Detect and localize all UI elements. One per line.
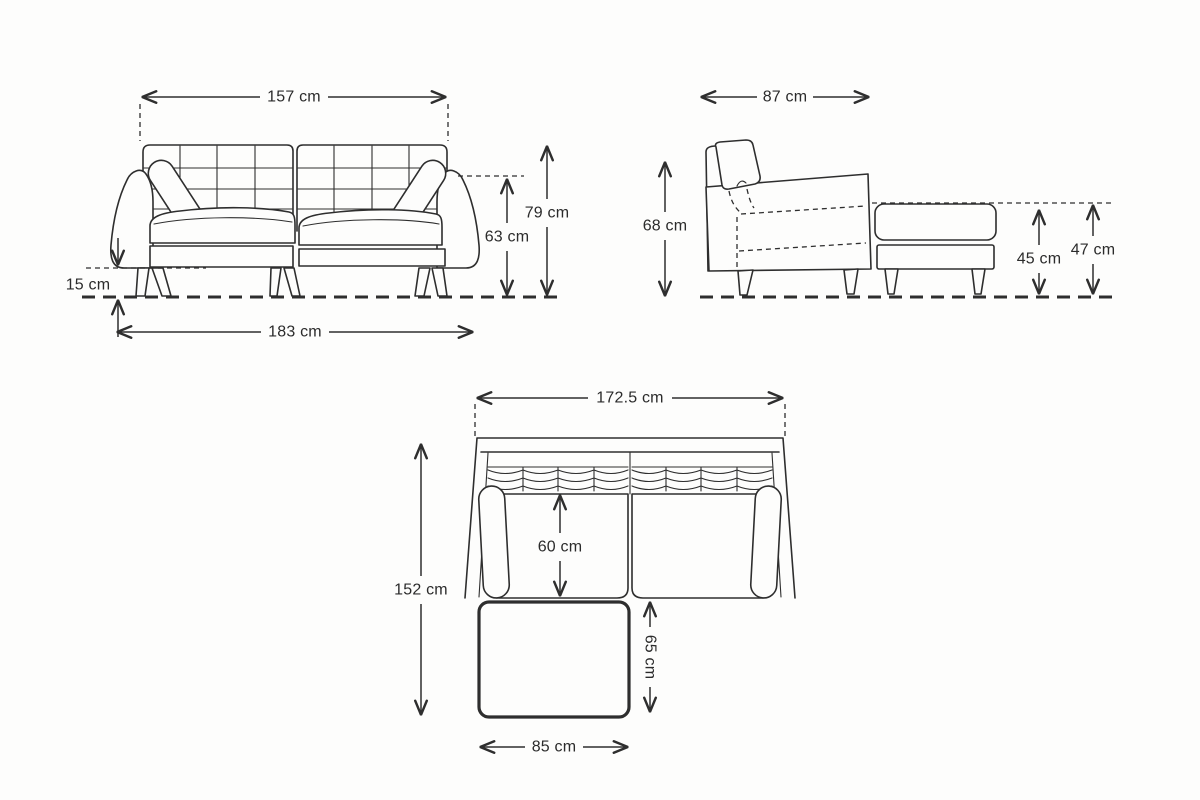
front-clearance-label: 15 cm — [66, 277, 111, 294]
front-back-width-label: 157 cm — [267, 89, 321, 106]
side-footstool-height-label: 47 cm — [1071, 242, 1116, 259]
front-width-guides — [139, 104, 449, 141]
front-back-width-dimension: 157 cm — [143, 89, 445, 106]
front-left-arm — [109, 169, 154, 269]
sofa-top-drawing — [464, 437, 796, 719]
top-seat-depth-label: 60 cm — [538, 539, 583, 556]
side-footstool-seat-height-label: 45 cm — [1017, 251, 1062, 268]
top-width-label: 172.5 cm — [596, 390, 663, 407]
front-total-height-dimension: 79 cm — [525, 147, 570, 294]
top-width-guides — [474, 404, 786, 438]
sofa-front-drawing — [109, 144, 481, 297]
top-footstool-depth-dimension: 65 cm — [642, 603, 659, 711]
side-footstool-seat-height-dimension: 45 cm — [1017, 211, 1062, 293]
side-depth-label: 87 cm — [763, 89, 808, 106]
side-footstool-base — [876, 244, 995, 270]
top-left-pillow — [477, 485, 511, 599]
top-right-pillow — [749, 485, 783, 599]
top-footstool — [477, 600, 631, 719]
top-footstool-width-label: 85 cm — [532, 739, 577, 756]
side-footstool-cushion — [874, 203, 997, 241]
top-depth-dimension: 152 cm — [394, 445, 448, 714]
front-total-height-label: 79 cm — [525, 205, 570, 222]
top-footstool-depth-label: 65 cm — [642, 635, 659, 680]
front-arm-height-dimension: 63 cm — [485, 180, 530, 294]
side-footstool-height-dimension: 47 cm — [1071, 206, 1116, 293]
top-width-dimension: 172.5 cm — [478, 390, 782, 407]
top-depth-label: 152 cm — [394, 582, 448, 599]
side-view: 87 cm 68 cm 45 cm 47 cm — [643, 89, 1117, 299]
side-depth-dimension: 87 cm — [702, 89, 868, 106]
top-view: 172.5 cm 152 cm 60 cm 65 cm 85 cm — [394, 390, 796, 756]
front-total-width-dimension: 183 cm — [118, 324, 472, 341]
top-footstool-width-dimension: 85 cm — [481, 739, 627, 756]
side-headrest — [714, 139, 761, 190]
front-arm-height-label: 63 cm — [485, 229, 530, 246]
side-back-height-dimension: 68 cm — [643, 163, 688, 295]
front-view: 157 cm 79 cm 63 cm 15 cm 183 cm — [66, 89, 570, 341]
sofa-side-drawing — [705, 139, 997, 296]
front-total-width-label: 183 cm — [268, 324, 322, 341]
top-seat-depth-dimension: 60 cm — [538, 496, 583, 595]
side-back-height-label: 68 cm — [643, 218, 688, 235]
